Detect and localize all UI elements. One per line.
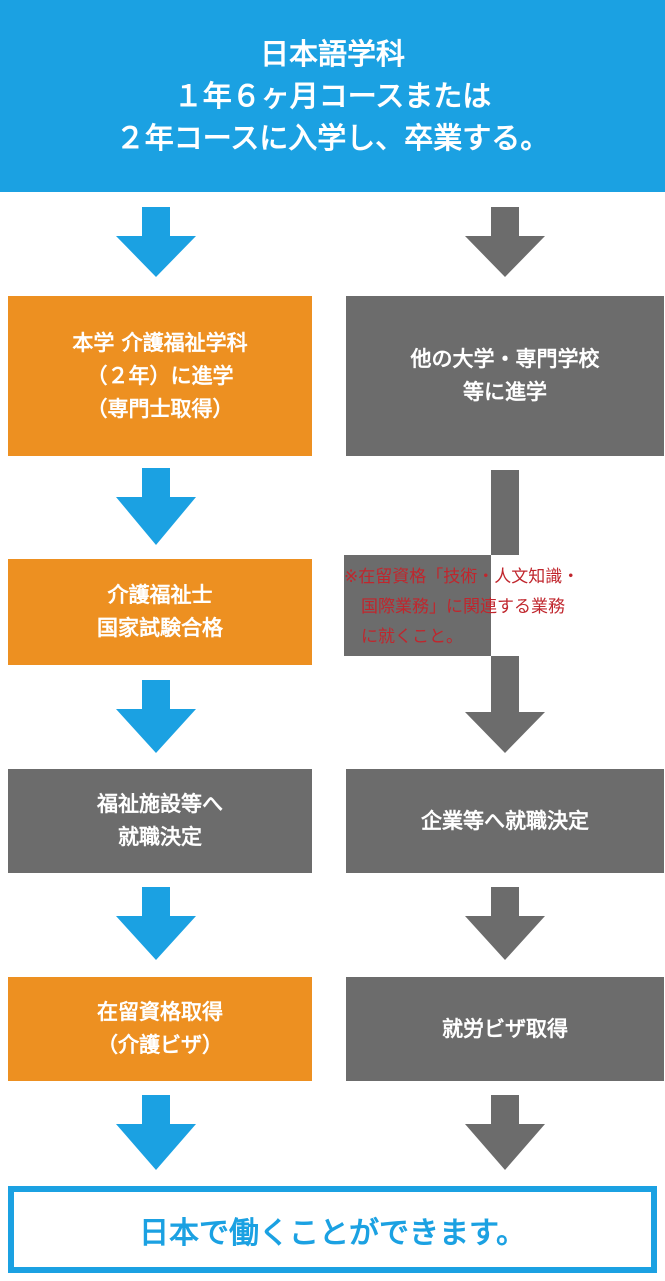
step-work-visa: 就労ビザ取得 — [346, 977, 664, 1081]
arrow-left-2 — [116, 468, 196, 545]
step-welfare-employment-text: 福祉施設等へ 就職決定 — [97, 792, 223, 849]
step-company-employment: 企業等へ就職決定 — [346, 769, 664, 873]
arrow-left-5 — [116, 1095, 196, 1170]
step-national-exam-text: 介護福祉士 国家試験合格 — [97, 583, 223, 640]
arrow-left-4 — [116, 887, 196, 960]
step-national-exam: 介護福祉士 国家試験合格 — [8, 559, 312, 665]
step-work-visa-text: 就労ビザ取得 — [442, 1016, 568, 1041]
header-text: 日本語学科 １年６ヶ月コースまたは ２年コースに入学し、卒業する。 — [115, 37, 550, 155]
arrow-right-4 — [465, 1095, 545, 1170]
step-company-employment-text: 企業等へ就職決定 — [421, 808, 589, 833]
step-welfare-employment: 福祉施設等へ 就職決定 — [8, 769, 312, 873]
step-university-welfare: 本学 介護福祉学科 （２年）に進学 （専門士取得） — [8, 296, 312, 456]
arrow-left-1 — [116, 207, 196, 277]
step-other-school: 他の大学・専門学校 等に進学 — [346, 296, 664, 456]
step-university-welfare-text: 本学 介護福祉学科 （２年）に進学 （専門士取得） — [72, 330, 248, 421]
arrow-left-3 — [116, 680, 196, 753]
footer-text: 日本で働くことができます。 — [139, 1215, 526, 1251]
header-box: 日本語学科 １年６ヶ月コースまたは ２年コースに入学し、卒業する。 — [0, 0, 665, 192]
step-other-school-text: 他の大学・専門学校 等に進学 — [410, 347, 600, 404]
step-care-visa-text: 在留資格取得 （介護ビザ） — [97, 1000, 223, 1057]
arrow-right-3 — [465, 887, 545, 960]
status-condition-note: ※在留資格「技術・人文知識・ 国際業務」に関連する業務 に就くこと。 — [344, 567, 580, 647]
arrow-right-1 — [465, 207, 545, 277]
step-care-visa: 在留資格取得 （介護ビザ） — [8, 977, 312, 1081]
footer-box: 日本で働くことができます。 — [8, 1186, 657, 1273]
arrow-right-2 — [344, 470, 545, 753]
